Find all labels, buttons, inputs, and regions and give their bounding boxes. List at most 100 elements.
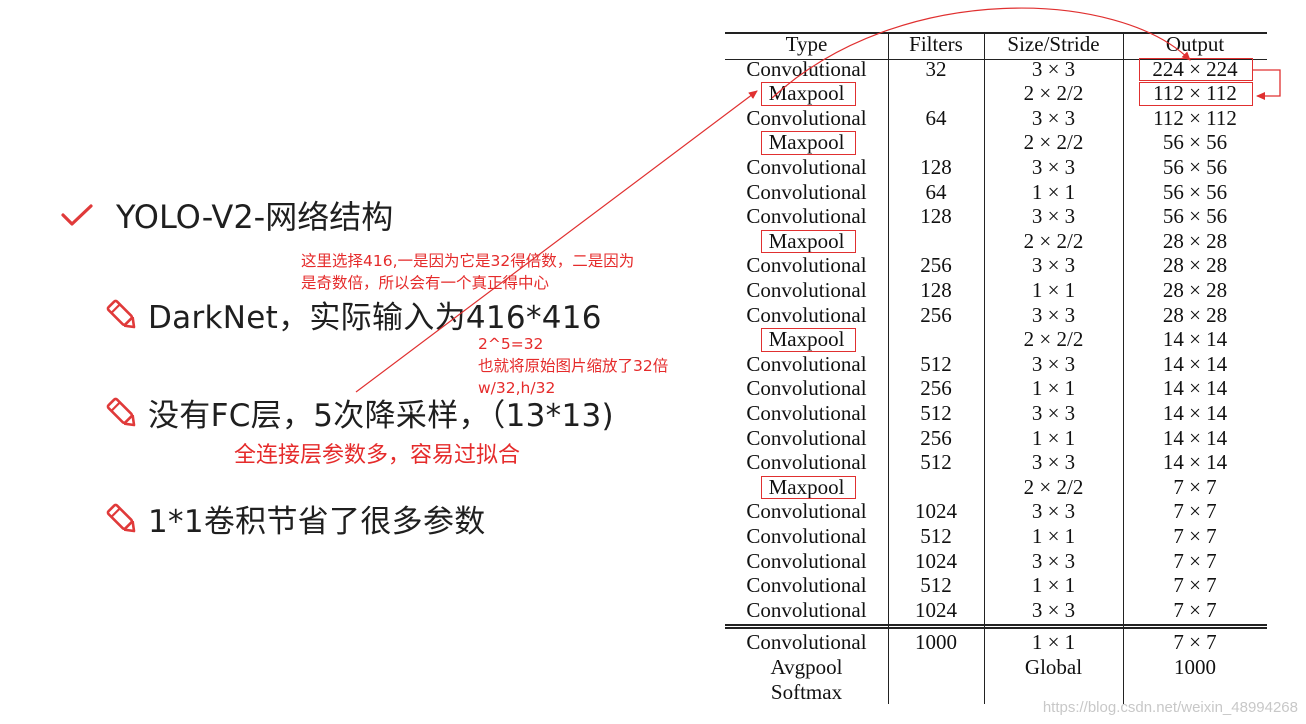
table-cell: 2 × 2/2 [1023, 130, 1084, 155]
annotation-fc-overfit: 全连接层参数多，容易过拟合 [234, 443, 521, 468]
table-cell: Convolutional [746, 351, 867, 376]
watermark: https://blog.csdn.net/weixin_48994268 [1042, 699, 1298, 716]
highlight-box [761, 131, 856, 155]
table-cell: Convolutional [746, 376, 867, 401]
bullet-text: DarkNet，实际输入为416*416 [148, 300, 602, 336]
slide-heading: YOLO-V2-网络结构 [60, 192, 393, 238]
table-header-row: Type Filters Size/Stride Output [725, 32, 1267, 57]
table-cell: 28 × 28 [1162, 253, 1228, 278]
table-cell: Avgpool [770, 655, 843, 679]
table-cell: 7 × 7 [1173, 474, 1217, 499]
table-cell: 2 × 2/2 [1023, 327, 1084, 352]
annotation-line: 也就将原始图片缩放了32倍 [478, 357, 669, 375]
table-cell: Global [1024, 655, 1083, 679]
table-divider [1123, 34, 1125, 705]
table-cell: Convolutional [746, 450, 867, 475]
table-cell: 32 [925, 56, 947, 81]
table-cell: 64 [925, 105, 947, 130]
table-cell: 7 × 7 [1173, 524, 1217, 548]
table-cell: 1 × 1 [1031, 573, 1076, 598]
table-cell: Convolutional [746, 499, 867, 524]
column-header: Type [785, 32, 828, 56]
table-divider [984, 34, 986, 705]
table-cell: 14 × 14 [1162, 450, 1228, 475]
table-cell: 1000 [915, 630, 957, 655]
table-cell: Convolutional [746, 597, 867, 622]
table-row: Avgpool Global 1000 [725, 655, 1267, 680]
table-cell: Convolutional [746, 155, 867, 179]
table-divider [888, 34, 890, 705]
table-cell: 3 × 3 [1031, 253, 1076, 278]
table-cell: 28 × 28 [1162, 228, 1228, 253]
table-cell: 2 × 2/2 [1023, 474, 1084, 499]
pencil-icon [106, 503, 136, 532]
table-cell: 14 × 14 [1162, 376, 1228, 401]
table-cell: Convolutional [746, 278, 867, 302]
table-cell: 256 [920, 253, 952, 278]
table-cell: 1024 [915, 597, 957, 622]
table-cell: 3 × 3 [1031, 155, 1076, 179]
table-cell: 56 × 56 [1162, 155, 1228, 179]
table-cell: 128 [920, 204, 952, 229]
table-cell: Convolutional [746, 401, 867, 425]
table-cell: 128 [920, 155, 952, 179]
table-cell: 7 × 7 [1173, 630, 1217, 655]
table-cell: 224 × 224 [1152, 56, 1238, 81]
table-cell: 512 [920, 573, 952, 598]
table-cell: 28 × 28 [1162, 278, 1228, 302]
annotation-downsample: 2^5=32 也就将原始图片缩放了32倍 w/32,h/32 [478, 333, 738, 399]
table-cell: Convolutional [746, 425, 867, 450]
highlight-box [761, 229, 856, 254]
table-rule [725, 624, 1267, 626]
table-cell: Convolutional [746, 630, 867, 655]
table-cell: 7 × 7 [1173, 597, 1217, 622]
table-cell: 1000 [1174, 655, 1216, 679]
table-cell: 3 × 3 [1031, 204, 1076, 229]
table-cell: Convolutional [746, 204, 867, 229]
bullet-darknet: DarkNet，实际输入为416*416 [104, 292, 602, 337]
table-cell: 7 × 7 [1173, 573, 1217, 598]
column-header: Size/Stride [1007, 32, 1100, 56]
bullet-text: 没有FC层，5次降采样，（13*13) [148, 398, 614, 434]
table-rule [725, 627, 1267, 629]
table-cell: 14 × 14 [1162, 401, 1228, 425]
table-cell: 3 × 3 [1031, 351, 1076, 376]
table-cell: 512 [920, 450, 952, 475]
table-cell: 14 × 14 [1162, 351, 1228, 376]
table-cell: 128 [920, 278, 952, 302]
table-cell: 512 [920, 401, 952, 425]
highlight-box [761, 475, 856, 500]
table-cell: 1 × 1 [1031, 376, 1076, 401]
pointer-arrow-line [355, 90, 758, 393]
annotation-line: 是奇数倍，所以会有一个真正得中心 [301, 274, 550, 292]
table-cell: Maxpool [768, 228, 845, 253]
table-row: Convolutional 1000 1 × 1 7 × 7 [725, 630, 1267, 655]
table-cell: Convolutional [746, 524, 867, 548]
table-cell: 3 × 3 [1031, 499, 1076, 524]
table-cell: 14 × 14 [1162, 425, 1228, 450]
table-cell: Convolutional [746, 302, 867, 327]
table-cell: 3 × 3 [1031, 302, 1076, 327]
table-cell: 3 × 3 [1031, 548, 1076, 573]
table-cell: 1 × 1 [1031, 630, 1076, 655]
bullet-no-fc: 没有FC层，5次降采样，（13*13) [104, 390, 614, 435]
table-cell: 512 [920, 351, 952, 376]
highlight-box [1139, 82, 1253, 106]
table-cell: Convolutional [746, 573, 867, 598]
annotation-416-reason: 这里选择416,一是因为它是32得倍数，二是因为 是奇数倍，所以会有一个真正得中… [301, 250, 731, 294]
table-row: Softmax [725, 680, 1267, 705]
table-cell: 1024 [915, 548, 957, 573]
